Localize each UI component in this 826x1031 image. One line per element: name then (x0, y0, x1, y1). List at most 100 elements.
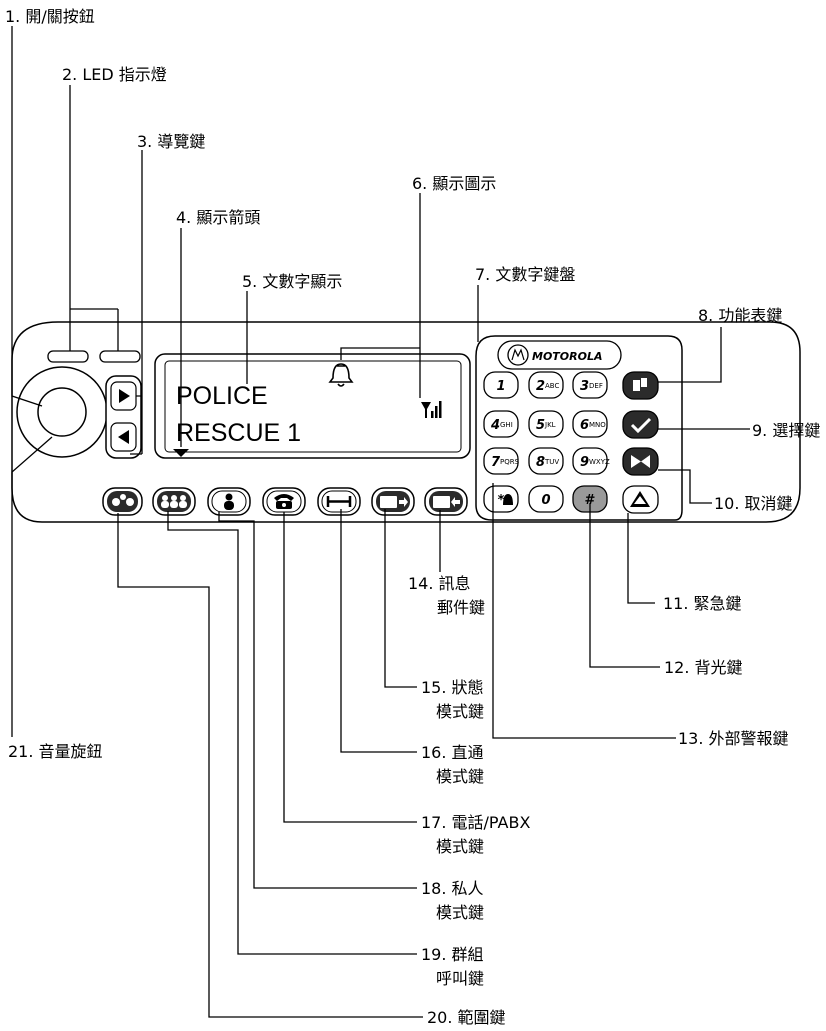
cancel-key[interactable] (622, 447, 659, 476)
keypad-key-0[interactable]: 0 (528, 485, 564, 513)
emergency-triangle-icon (630, 491, 650, 507)
group-call-key[interactable] (152, 487, 196, 516)
display-arrow-icon (173, 449, 189, 457)
callout-6: 6. 顯示圖示 (412, 174, 496, 193)
callout-9: 9. 選擇鍵 (752, 421, 820, 440)
power-knob[interactable] (16, 366, 108, 458)
keypad-key-label: 9 (580, 455, 589, 470)
nav-left-button[interactable] (110, 422, 137, 452)
callout-15-line-1: 15. 狀態 (421, 678, 484, 697)
phone-icon (274, 494, 294, 509)
status-mode-key[interactable] (371, 487, 415, 516)
keypad-key-label: 5 (536, 418, 545, 433)
keypad-key-letters: TUV (544, 458, 559, 466)
callout-13: 13. 外部警報鍵 (678, 729, 789, 748)
callout-11: 11. 緊急鍵 (663, 594, 742, 613)
callout-17-line-1: 17. 電話/PABX (421, 813, 530, 832)
callout-2: 2. LED 指示燈 (62, 65, 167, 84)
callout-14-line-2: 郵件鍵 (437, 598, 485, 617)
callout-labels: 1. 開/關按鈕 2. LED 指示燈 3. 導覽鍵 4. 顯示箭頭 5. 文數… (5, 7, 820, 1027)
callout-21: 21. 音量旋鈕 (8, 742, 103, 761)
message-mail-key[interactable] (424, 487, 468, 516)
keypad-key-label: 1 (496, 379, 505, 394)
led-left (47, 350, 89, 363)
bell-icon (328, 363, 354, 387)
keypad-key-label: # (585, 493, 596, 508)
keypad-key-label: 0 (541, 493, 550, 508)
callout-19-line-1: 19. 群組 (421, 945, 484, 964)
callout-5: 5. 文數字顯示 (242, 272, 342, 291)
keypad-key-letters: MNO (589, 421, 606, 429)
keypad-key-label: 7 (491, 455, 501, 470)
callout-19-line-2: 呼叫鍵 (436, 969, 484, 988)
menu-key[interactable] (622, 371, 659, 400)
keypad-key-letters: GHI (500, 421, 513, 429)
status-message-icon (380, 496, 408, 508)
keypad-key-letters: JKL (544, 421, 556, 429)
keypad-key-1[interactable]: 1 (483, 371, 519, 399)
callout-18-line-1: 18. 私人 (421, 879, 484, 898)
keypad-key-star[interactable]: * (483, 485, 519, 513)
callout-17-line-2: 模式鍵 (436, 837, 484, 856)
callout-1: 1. 開/關按鈕 (5, 7, 95, 26)
callout-7: 7. 文數字鍵盤 (475, 265, 575, 284)
emergency-key[interactable] (622, 485, 659, 514)
keypad-key-letters: PQRS (500, 458, 520, 466)
brand-name: MOTOROLA (532, 350, 603, 363)
menu-icon (633, 378, 647, 391)
group-icon (161, 495, 187, 508)
callout-8: 8. 功能表鍵 (698, 306, 782, 325)
scan-icon (112, 494, 134, 506)
direct-mode-key[interactable] (317, 487, 361, 516)
callout-3: 3. 導覽鍵 (137, 132, 205, 151)
display-line-1: POLICE (176, 382, 268, 410)
display-screen (164, 360, 462, 453)
mail-message-icon (433, 496, 460, 508)
cancel-x-icon (631, 455, 650, 468)
select-key[interactable] (622, 410, 659, 439)
motorola-badge: MOTOROLA (497, 340, 622, 370)
display-line-2: RESCUE 1 (176, 419, 301, 447)
keypad-key-label: 4 (490, 418, 500, 433)
callout-10: 10. 取消鍵 (714, 494, 793, 513)
keypad-key-label: 6 (580, 418, 589, 433)
callout-15-line-2: 模式鍵 (436, 702, 484, 721)
keypad-key-letters: ABC (545, 382, 559, 390)
direct-mode-icon (326, 496, 352, 507)
keypad-key-label: 2 (536, 379, 545, 394)
keypad-key-letters: WXYZ (589, 458, 610, 466)
callout-4: 4. 顯示箭頭 (176, 208, 260, 227)
callout-18-line-2: 模式鍵 (436, 903, 484, 922)
callout-16-line-1: 16. 直通 (421, 743, 484, 762)
signal-strength-icon (421, 401, 442, 418)
nav-left-icon (118, 430, 129, 444)
person-icon (224, 493, 234, 510)
callout-14-line-1: 14. 訊息 (408, 574, 471, 593)
keypad-key-label: 8 (536, 455, 545, 470)
callout-12: 12. 背光鍵 (664, 658, 743, 677)
keypad-key-label: 3 (580, 379, 589, 394)
nav-right-icon (119, 389, 130, 403)
checkmark-icon (630, 417, 652, 434)
callout-20: 20. 範圍鍵 (427, 1008, 506, 1027)
keypad-key-letters: DEF (589, 382, 603, 390)
phone-pabx-key[interactable] (262, 487, 306, 516)
scan-key[interactable] (102, 487, 143, 516)
leader-lines (11, 26, 750, 1018)
callout-16-line-2: 模式鍵 (436, 767, 484, 786)
alarm-bell-icon (503, 494, 513, 505)
keypad-key-label: * (498, 493, 505, 508)
nav-right-button[interactable] (110, 381, 137, 411)
led-right (99, 350, 141, 363)
private-mode-key[interactable] (207, 487, 251, 516)
